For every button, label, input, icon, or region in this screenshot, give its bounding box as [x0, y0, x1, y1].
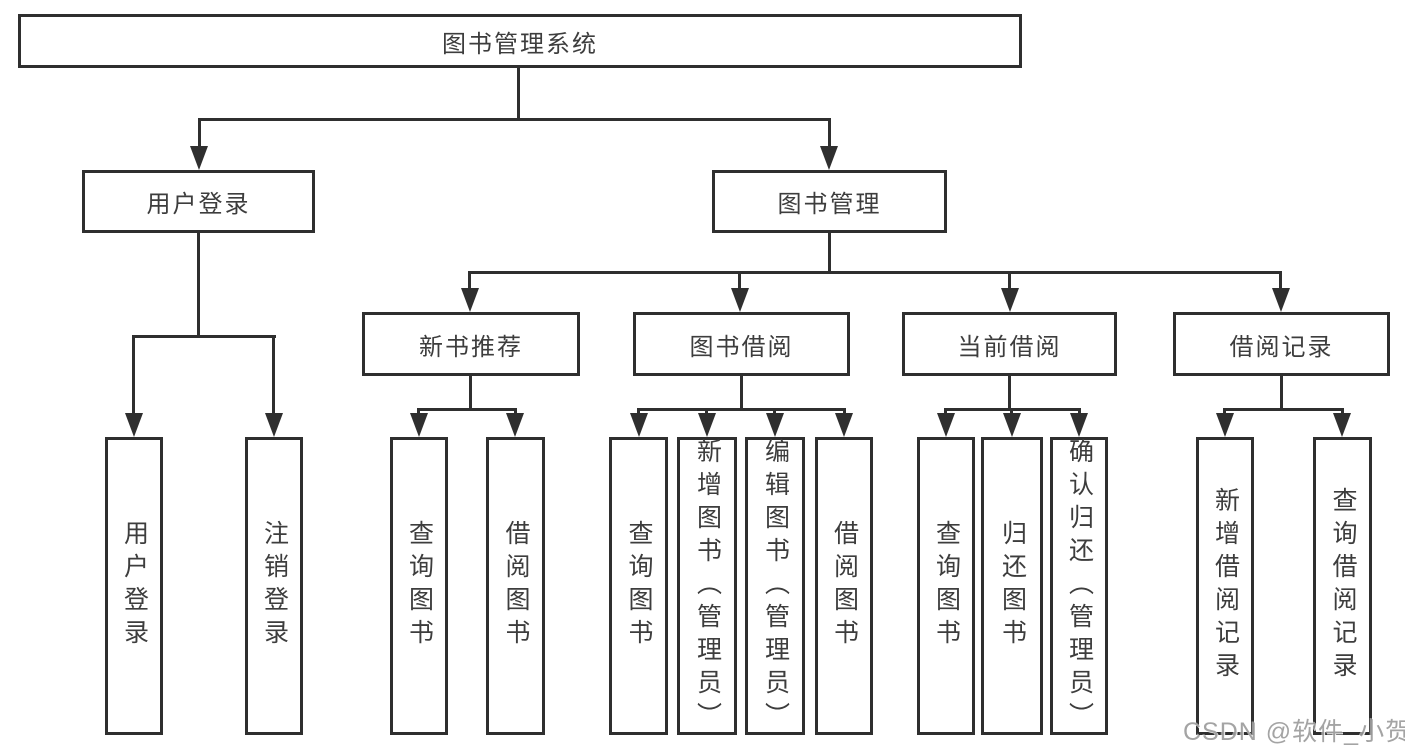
connector-branch — [468, 271, 1282, 274]
connector-trunk — [740, 376, 743, 408]
connector-trunk — [197, 233, 200, 335]
connector-branch — [417, 408, 517, 411]
leaf-query-borrow-record: 查询借阅记录 — [1313, 437, 1372, 735]
leaf-add-borrow-record: 新增借阅记录 — [1196, 437, 1254, 735]
connector-stub — [705, 408, 708, 416]
node-library-management-system: 图书管理系统 — [18, 14, 1022, 68]
connector-stub — [1010, 408, 1013, 416]
node-label: 图书管理 — [777, 191, 882, 218]
arrowhead-down — [410, 413, 428, 437]
connector-stub — [272, 335, 275, 415]
leaf-label: 查询借阅记录 — [1329, 487, 1357, 685]
connector-stub — [198, 118, 201, 150]
leaf-label: 注销登录 — [260, 520, 289, 652]
connector-stub — [637, 408, 640, 416]
arrowhead-down — [630, 413, 648, 437]
csdn-watermark: CSDN @软件_小贺同学 — [1183, 718, 1405, 746]
connector-trunk — [828, 233, 831, 271]
node-borrowing-records: 借阅记录 — [1173, 312, 1390, 376]
node-current-borrowing: 当前借阅 — [902, 312, 1117, 376]
leaf-label: 新增借阅记录 — [1211, 487, 1240, 685]
leaf-query-books-current: 查询图书 — [917, 437, 975, 735]
connector-branch — [637, 408, 846, 411]
connector-stub — [514, 408, 517, 416]
connector-root-trunk — [517, 68, 520, 118]
leaf-return-books: 归还图书 — [981, 437, 1043, 735]
leaf-label: 用户登录 — [120, 520, 149, 652]
connector-branch — [132, 335, 276, 338]
connector-stub — [773, 408, 776, 416]
leaf-label: 查询图书 — [932, 520, 961, 652]
leaf-borrow-books-recommend: 借阅图书 — [486, 437, 545, 735]
node-label: 用户登录 — [146, 191, 251, 218]
arrowhead-down — [1070, 413, 1088, 437]
connector-root-branch — [198, 118, 831, 121]
arrowhead-down — [766, 413, 784, 437]
connector-stub — [1341, 408, 1344, 416]
leaf-user-login: 用户登录 — [105, 437, 163, 735]
node-book-management: 图书管理 — [712, 170, 947, 233]
arrowhead-down — [1333, 413, 1351, 437]
leaf-edit-books-admin: 编辑图书（管理员） — [745, 437, 805, 735]
leaf-label: 新增图书（管理员） — [693, 437, 722, 735]
arrowhead-down — [506, 413, 524, 437]
connector-stub — [1078, 408, 1081, 416]
arrowhead-down — [1216, 413, 1234, 437]
arrowhead-down — [1003, 413, 1021, 437]
leaf-label: 查询图书 — [405, 520, 434, 652]
leaf-confirm-return-admin: 确认归还（管理员） — [1050, 437, 1108, 735]
leaf-borrow-books: 借阅图书 — [815, 437, 873, 735]
node-label: 借阅记录 — [1229, 333, 1334, 361]
leaf-add-books-admin: 新增图书（管理员） — [677, 437, 737, 735]
node-label: 当前借阅 — [957, 333, 1062, 361]
connector-stub — [944, 408, 947, 416]
leaf-query-books-borrowing: 查询图书 — [609, 437, 668, 735]
connector-trunk — [1008, 376, 1011, 408]
connector-stub — [738, 271, 741, 291]
arrowhead-down — [190, 146, 208, 170]
leaf-label: 借阅图书 — [830, 520, 859, 652]
arrowhead-down — [731, 288, 749, 312]
arrowhead-down — [461, 288, 479, 312]
connector-stub — [468, 271, 471, 291]
node-user-login: 用户登录 — [82, 170, 315, 233]
leaf-label: 查询图书 — [625, 520, 653, 652]
arrowhead-down — [937, 413, 955, 437]
leaf-label: 借阅图书 — [502, 520, 530, 652]
node-book-borrowing: 图书借阅 — [633, 312, 850, 376]
leaf-label: 确认归还（管理员） — [1065, 437, 1094, 735]
connector-stub — [1279, 271, 1282, 291]
node-new-book-recommendation: 新书推荐 — [362, 312, 580, 376]
connector-stub — [132, 335, 135, 415]
connector-trunk — [469, 376, 472, 408]
arrowhead-down — [1272, 288, 1290, 312]
arrowhead-down — [265, 413, 283, 437]
node-label: 图书管理系统 — [442, 30, 598, 58]
node-label: 新书推荐 — [419, 333, 523, 361]
connector-stub — [417, 408, 420, 416]
connector-trunk — [1280, 376, 1283, 408]
connector-stub — [1223, 408, 1226, 416]
leaf-query-books-recommend: 查询图书 — [390, 437, 448, 735]
leaf-label: 编辑图书（管理员） — [761, 437, 790, 735]
leaf-logout: 注销登录 — [245, 437, 303, 735]
connector-stub — [828, 118, 831, 150]
arrowhead-down — [1001, 288, 1019, 312]
arrowhead-down — [125, 413, 143, 437]
connector-stub — [1008, 271, 1011, 291]
arrowhead-down — [835, 413, 853, 437]
arrowhead-down — [698, 413, 716, 437]
connector-stub — [843, 408, 846, 416]
node-label: 图书借阅 — [689, 333, 794, 361]
leaf-label: 归还图书 — [998, 520, 1027, 652]
connector-branch — [1223, 408, 1344, 411]
arrowhead-down — [820, 146, 838, 170]
